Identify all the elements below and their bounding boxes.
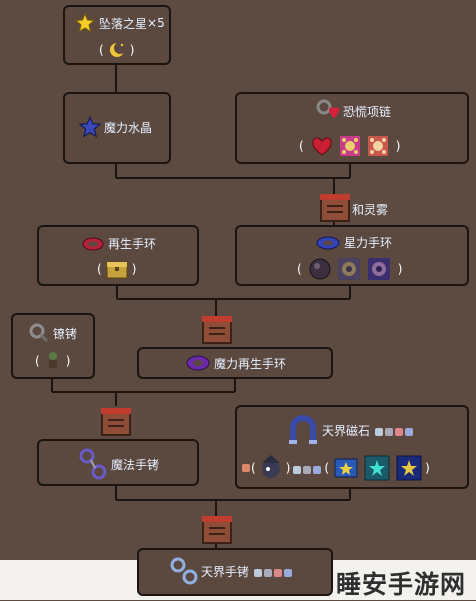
platform-icons <box>292 459 322 478</box>
paren-close: ) <box>129 43 135 57</box>
mana-regen-band-icon <box>186 355 210 371</box>
band-of-regen-icon <box>82 237 104 250</box>
paren-close: ) <box>425 461 430 475</box>
shackle-icon <box>29 323 49 343</box>
node-label: 魔法手铐 <box>111 457 160 472</box>
mana-star-tile-icon[interactable] <box>363 454 391 482</box>
paren-open: ( <box>35 354 40 368</box>
node-mana-crystal[interactable]: 魔力水晶 <box>63 92 171 164</box>
zombie-icon[interactable] <box>45 351 61 371</box>
celestial-magnet-icon <box>289 415 317 444</box>
demonite-icon[interactable] <box>366 256 392 282</box>
node-label: 天界手铐 <box>201 564 250 579</box>
tinkerer-workshop-icon <box>202 516 232 544</box>
tinkerer-workshop-icon <box>101 408 131 436</box>
celestial-cuffs-icon <box>170 557 198 585</box>
paren-open: ( <box>97 262 102 276</box>
fallen-star-icon <box>75 13 95 33</box>
paren-open: ( <box>99 43 104 57</box>
node-celestial-cuffs[interactable]: 天界手铐 <box>137 548 333 596</box>
paren-close: ) <box>65 354 71 368</box>
watermark-text: 睡安手游网 <box>335 570 466 599</box>
paren-close: ) <box>131 262 137 276</box>
node-panic-necklace[interactable]: 恐慌项链 ( ) <box>235 92 469 164</box>
magic-cuffs-icon <box>79 448 107 480</box>
goblin-tinkerer-icon[interactable] <box>256 453 286 483</box>
node-magic-cuffs[interactable]: 魔法手铐 <box>37 439 199 486</box>
node-band-of-starpower[interactable]: 星力手环 ( ) <box>235 225 469 286</box>
node-mana-regen-band[interactable]: 魔力再生手环 <box>137 347 333 379</box>
tinkerer-workshop-icon <box>202 316 232 344</box>
node-shackle[interactable]: 镣铐 ( ) <box>11 313 95 379</box>
platform-icons <box>374 421 414 440</box>
paren-close: ) <box>397 262 403 276</box>
merchant-icon <box>242 464 250 472</box>
moon-icon[interactable] <box>108 41 126 59</box>
paren-open: ( <box>299 139 304 153</box>
node-label: 镣铐 <box>53 326 78 341</box>
band-of-starpower-icon <box>316 236 340 249</box>
shadow-orb-icon[interactable] <box>308 257 332 281</box>
star-box-icon[interactable] <box>333 455 359 481</box>
tinkerer-workshop-icon <box>320 194 350 222</box>
crimson-block-icon[interactable] <box>338 134 362 158</box>
mana-crystal-icon <box>79 116 101 138</box>
panic-necklace-icon <box>316 99 339 119</box>
tinkerer-label: 和灵雾 <box>352 203 389 217</box>
heart-icon[interactable] <box>310 134 334 158</box>
chest-icon[interactable] <box>106 259 128 279</box>
node-label: 恐慌项链 <box>343 104 392 119</box>
paren-open: ( <box>324 461 330 475</box>
paren-close: ) <box>285 461 291 475</box>
node-fallen-star[interactable]: 坠落之星 ×5 ( ) <box>63 5 171 65</box>
node-band-of-regen[interactable]: 再生手环 ( ) <box>37 225 199 286</box>
paren-close: ) <box>395 139 401 153</box>
node-label: 再生手环 <box>108 237 157 251</box>
paren-open: ( <box>297 262 302 276</box>
node-label: 魔力再生手环 <box>214 356 287 371</box>
vertebra-block-icon[interactable] <box>366 134 390 158</box>
meteorite-icon[interactable] <box>336 256 362 282</box>
node-label: 星力手环 <box>344 236 393 250</box>
node-label: 坠落之星 <box>99 16 148 31</box>
paren-open: ( <box>251 461 256 475</box>
count-label: ×5 <box>147 16 165 30</box>
mana-star-tile-icon[interactable] <box>395 454 423 482</box>
node-label: 天界磁石 <box>322 423 371 438</box>
platform-icons <box>253 562 293 581</box>
node-celestial-magnet[interactable]: 天界磁石 ( ) ( ) <box>235 405 469 489</box>
node-label: 魔力水晶 <box>104 120 153 135</box>
